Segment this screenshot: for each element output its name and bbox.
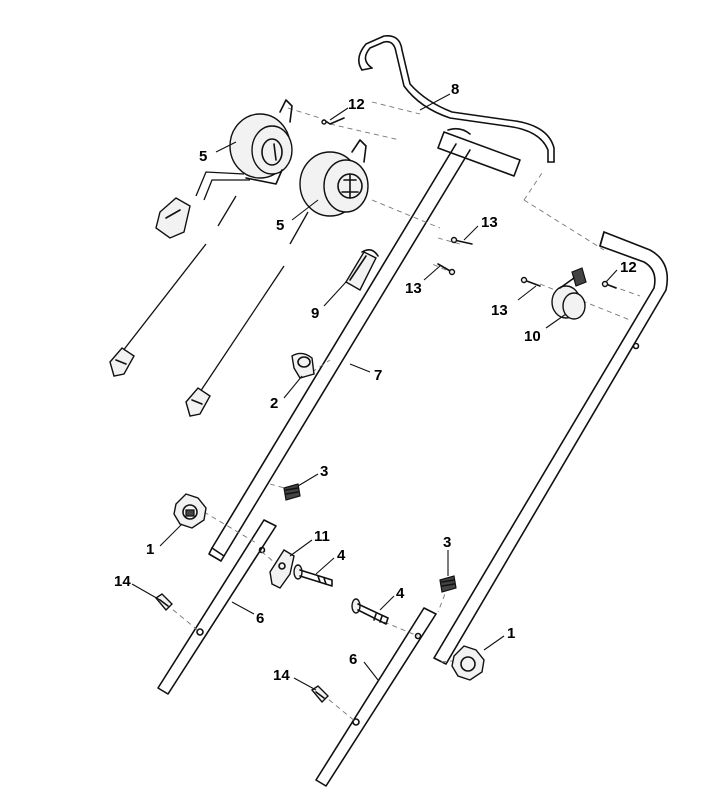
callout-5-lower: 5 [276, 217, 284, 234]
right-handle-tube [433, 231, 669, 665]
bracket-part [269, 549, 295, 589]
callout-4-upper: 4 [337, 547, 346, 564]
screw-13-c [520, 276, 541, 287]
callout-12-upper: 12 [348, 96, 365, 113]
callout-2: 2 [270, 395, 278, 412]
callout-12-right: 12 [620, 259, 637, 276]
cable-clamp [291, 352, 315, 379]
callout-8: 8 [451, 81, 459, 98]
callout-1-right: 1 [507, 625, 515, 642]
callout-9: 9 [311, 305, 319, 322]
screw-right [310, 685, 329, 704]
callout-3-upper: 3 [320, 463, 328, 480]
control-lever-lower [185, 139, 369, 417]
screw-12-upper [321, 117, 345, 125]
nut-upper [283, 483, 301, 501]
screw-left [154, 593, 173, 612]
callout-leaders [131, 93, 618, 691]
lower-tube-left [157, 519, 277, 695]
callout-6-left: 6 [256, 610, 264, 627]
screw-12-right [601, 280, 617, 289]
star-knob-right [451, 645, 485, 681]
callout-labels: 8 12 5 5 13 13 9 12 13 10 7 2 3 1 11 4 1… [114, 81, 637, 684]
callout-5-upper: 5 [199, 148, 207, 165]
callout-6-right: 6 [349, 651, 357, 668]
star-knob-left [173, 493, 207, 529]
bolt-lower [351, 598, 389, 625]
control-lever-upper [109, 99, 293, 377]
screw-13-b [437, 263, 456, 276]
callout-3-lower: 3 [443, 534, 451, 551]
clip-part [345, 248, 379, 291]
lower-tube-right [315, 607, 437, 787]
bolt-upper [293, 564, 333, 587]
callout-13-b: 13 [405, 280, 422, 297]
upper-handle-bar [358, 34, 555, 177]
throttle-lever [551, 267, 587, 320]
callout-13-c: 13 [491, 302, 508, 319]
callout-14-left: 14 [114, 573, 131, 590]
callout-13-a: 13 [481, 214, 498, 231]
assembly-guide-lines [165, 101, 641, 723]
callout-11: 11 [314, 528, 330, 545]
left-handle-tube [208, 143, 471, 562]
callout-4-lower: 4 [396, 585, 405, 602]
callout-7: 7 [374, 367, 382, 384]
callout-10: 10 [524, 328, 541, 345]
screw-13-a [450, 236, 473, 245]
callout-14-right: 14 [273, 667, 290, 684]
callout-1-left: 1 [146, 541, 154, 558]
nut-lower [439, 575, 457, 593]
